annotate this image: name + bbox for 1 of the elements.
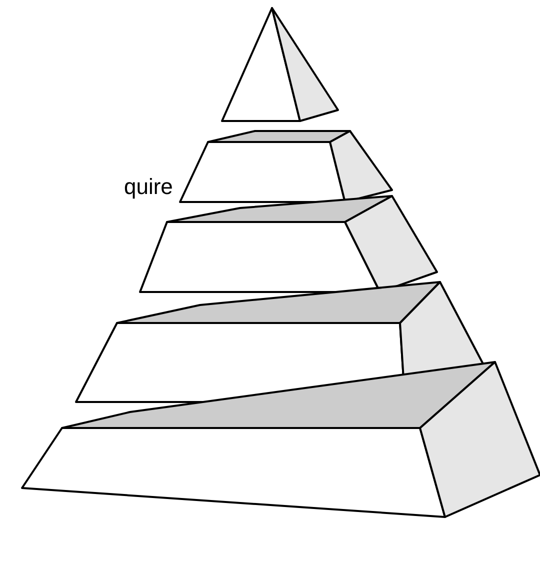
label-text: quire — [124, 174, 173, 200]
